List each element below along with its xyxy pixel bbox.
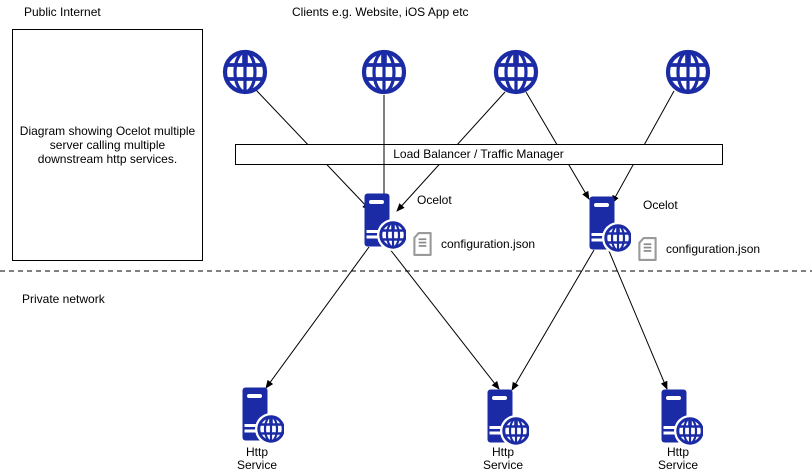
configuration-file-label-2: configuration.json [666, 242, 761, 256]
ocelot-server-icon-1 [364, 193, 406, 251]
http-service-label-3: Http Service [657, 445, 698, 472]
client-globe-icon-4 [665, 49, 711, 95]
public-internet-label: Public Internet [24, 5, 101, 19]
client-globe-icon-3 [493, 49, 539, 95]
description-text: Diagram showing Ocelot multiple server c… [19, 123, 196, 167]
http-service-server-icon-3 [661, 389, 703, 447]
configuration-file-icon-1 [413, 231, 432, 257]
http-service-server-icon-1 [242, 387, 284, 445]
ocelot-server-icon-2 [589, 196, 631, 254]
http-service-server-icon-2 [487, 389, 529, 447]
description-box: Diagram showing Ocelot multiple server c… [12, 29, 203, 261]
ocelot-label-2: Ocelot [643, 198, 678, 212]
load-balancer-label: Load Balancer / Traffic Manager [393, 147, 564, 161]
configuration-file-label-1: configuration.json [441, 237, 536, 251]
http-service-label-2: Http Service [482, 445, 523, 472]
client-globe-icon-2 [361, 49, 407, 95]
client-globe-icon-1 [222, 49, 268, 95]
configuration-file-icon-2 [638, 236, 657, 262]
clients-title: Clients e.g. Website, iOS App etc [292, 5, 469, 19]
private-network-label: Private network [22, 292, 105, 306]
ocelot-label-1: Ocelot [417, 193, 452, 207]
load-balancer-box [235, 144, 723, 165]
http-service-label-1: Http Service [236, 445, 277, 472]
